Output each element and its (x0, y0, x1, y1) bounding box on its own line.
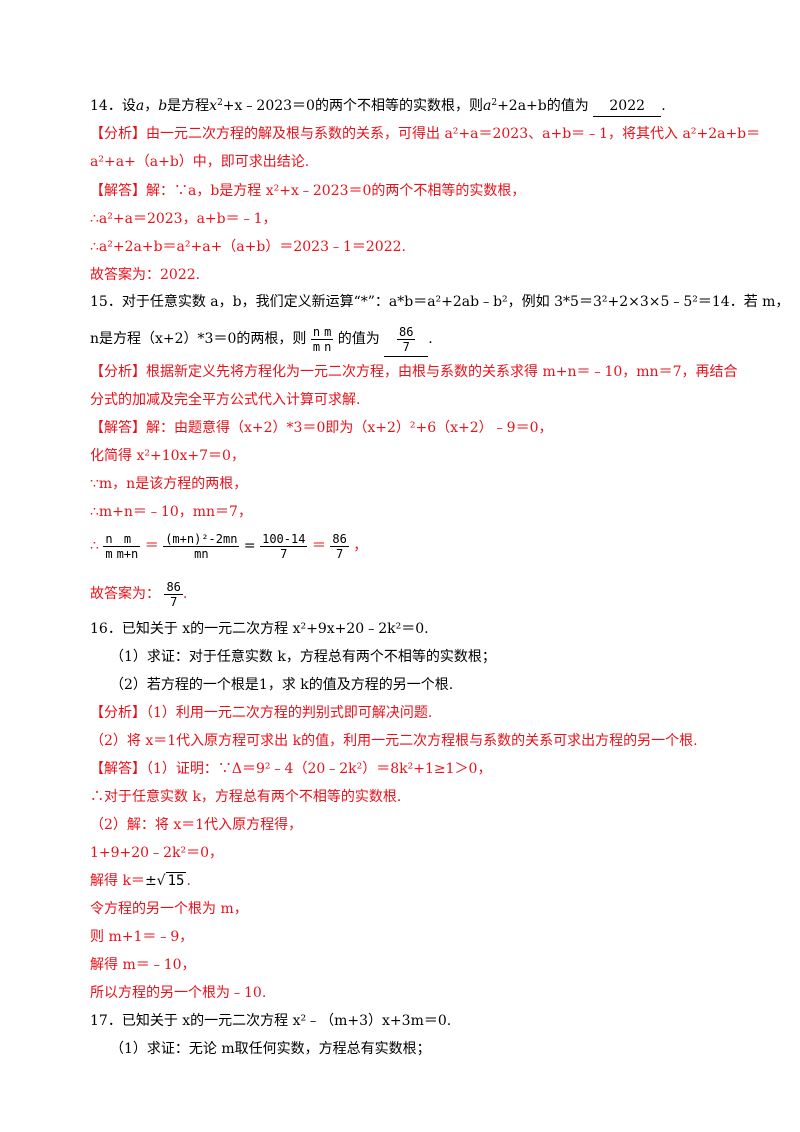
q17-stem: 17．已知关于 x的一元二次方程 x²﹣（m+3）x+3m＝0. (90, 1013, 452, 1029)
q15-stem-1: 15．对于任意实数 a，b，我们定义新运算“*”：a*b＝a²+2ab﹣b²，例… (90, 294, 790, 310)
q14-solution-1: 【解答】解：∵a，b是方程 x²+x﹣2023＝0的两个不相等的实数根， (90, 183, 526, 199)
q14-stem: 14．设a，b是方程x2+x﹣2023＝0的两个不相等的实数根，则a2+2a+b… (90, 96, 666, 117)
q14-solution-2: ∴a²+a＝2023，a+b＝﹣1， (90, 211, 277, 227)
q15-solution-1: 【解答】解：由题意得（x+2）*3＝0即为（x+2）²+6（x+2）﹣9＝0， (90, 420, 553, 436)
q16-solution-6: 令方程的另一个根为 m， (90, 901, 248, 917)
q15-solution-2: 化简得 x²+10x+7＝0， (90, 448, 245, 464)
q14-solution-3: ∴a²+2a+b＝a²+a+（a+b）＝2023﹣1＝2022. (90, 239, 406, 255)
q16-solution-3: （2）解：将 x＝1代入原方程得， (90, 817, 303, 833)
q14-analysis-1: 【分析】由一元二次方程的解及根与系数的关系，可得出 a²+a＝2023、a+b＝… (90, 126, 761, 142)
q16-stem: 16．已知关于 x的一元二次方程 x²+9x+20﹣2k²＝0. (90, 621, 429, 637)
q14-solution-4: 故答案为：2022. (90, 267, 201, 283)
q16-analysis-2: （2）将 x＝1代入原方程可求出 k的值，利用一元二次方程根与系数的关系可求出方… (90, 733, 698, 749)
q16-solution-5: 解得 k＝±√15. (90, 872, 191, 889)
q16-solution-1: 【解答】（1）证明：∵Δ＝9²﹣4（20﹣2k²）＝8k²+1≥1＞0， (90, 761, 492, 777)
q15-solution-4: ∴m+n＝﹣10，mn＝7， (90, 504, 252, 520)
q16-analysis-1: 【分析】（1）利用一元二次方程的判别式即可解决问题. (90, 705, 433, 721)
q16-part-1: （1）求证：对于任意实数 k，方程总有两个不相等的实数根； (110, 649, 496, 665)
q15-solution-3: ∵m，n是该方程的两根， (90, 476, 248, 492)
q14-analysis-2: a²+a+（a+b）中，即可求出结论. (90, 154, 310, 170)
q16-part-2: （2）若方程的一个根是1，求 k的值及方程的另一个根. (110, 677, 454, 693)
q15-analysis-1: 【分析】根据新定义先将方程化为一元二次方程，由根与系数的关系求得 m+n＝﹣10… (90, 364, 738, 380)
q16-solution-2: ∴对于任意实数 k，方程总有两个不相等的实数根. (90, 789, 402, 805)
q16-solution-8: 解得 m＝﹣10， (90, 957, 196, 973)
q16-solution-9: 所以方程的另一个根为﹣10. (90, 985, 267, 1001)
q14-answer-blank: 2022 (593, 96, 662, 117)
q17-part-1: （1）求证：无论 m取任何实数，方程总有实数根； (110, 1041, 431, 1057)
q16-solution-7: 则 m+1＝﹣9， (90, 929, 194, 945)
q15-analysis-2: 分式的加减及完全平方公式代入计算可求解. (90, 392, 361, 408)
q16-solution-4: 1+9+20﹣2k²＝0， (90, 845, 223, 861)
